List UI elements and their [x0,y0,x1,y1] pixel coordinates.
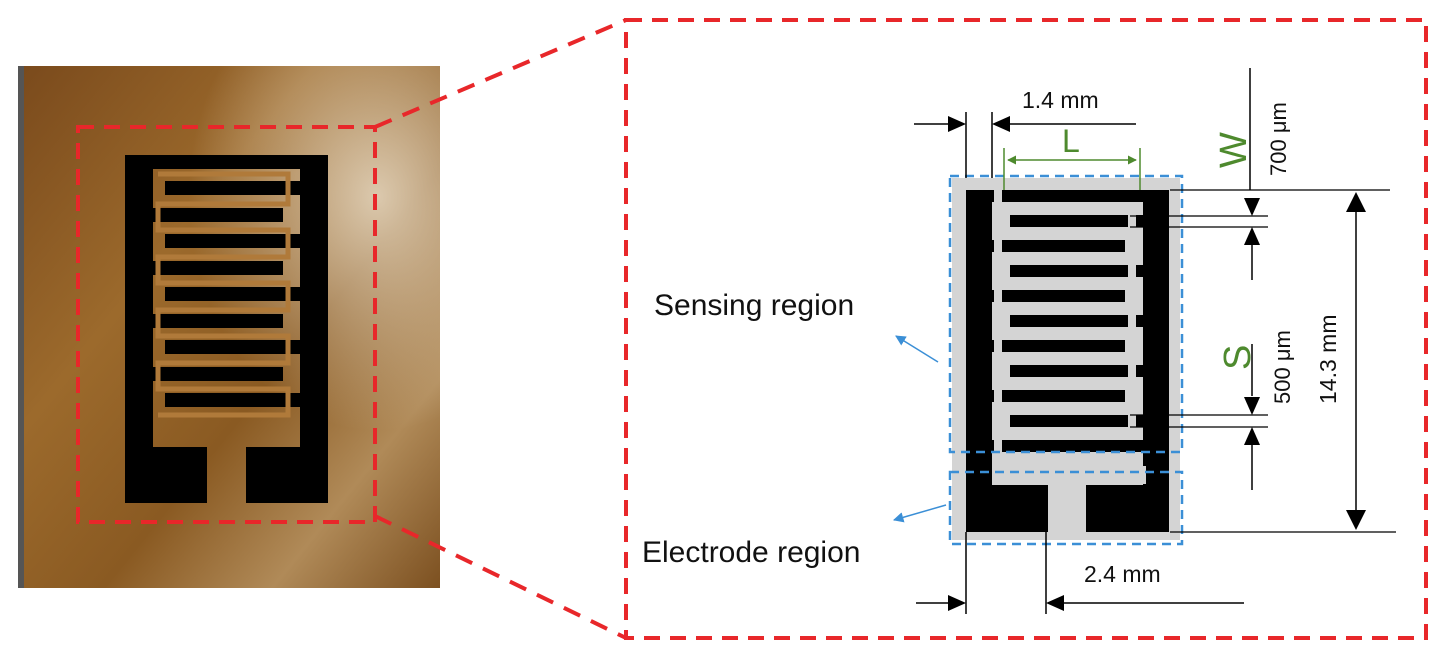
electrode-region-label: Electrode region [642,536,860,569]
zoom-connector-bottom [374,514,627,640]
spacing-value: 500 μm [1270,330,1295,404]
width-symbol: W [1213,132,1255,168]
total-height-label: 14.3 mm [1315,315,1341,404]
detail-panel-frame [624,18,1428,640]
width-value: 700 μm [1266,102,1291,176]
dimension-total-height [1170,189,1396,533]
dimension-bottom-width [916,532,1244,614]
zoom-connector-top [374,18,627,129]
sensor-schematic [952,178,1180,540]
sensing-region-arrow [895,335,939,363]
dimension-width [1130,68,1268,280]
sensing-trace [994,190,1146,484]
photo-left-edge [18,66,24,588]
sensing-region-label: Sensing region [654,289,854,322]
electrode-pattern [966,190,1169,532]
electrode-region-box [948,470,1184,546]
length-symbol: L [1062,123,1080,159]
photo-electrode [125,155,328,503]
electrode-region-arrow [892,504,947,523]
dimension-top-gap [914,112,1136,178]
dimension-spacing [1130,344,1268,490]
photo-zoom-box [76,125,377,524]
sensing-region-box [948,174,1184,454]
dimension-length [1003,148,1141,190]
bottom-width-label: 2.4 mm [1084,561,1161,587]
dimension-top-gap-label: 1.4 mm [1022,87,1099,113]
sensor-photo [18,66,440,588]
